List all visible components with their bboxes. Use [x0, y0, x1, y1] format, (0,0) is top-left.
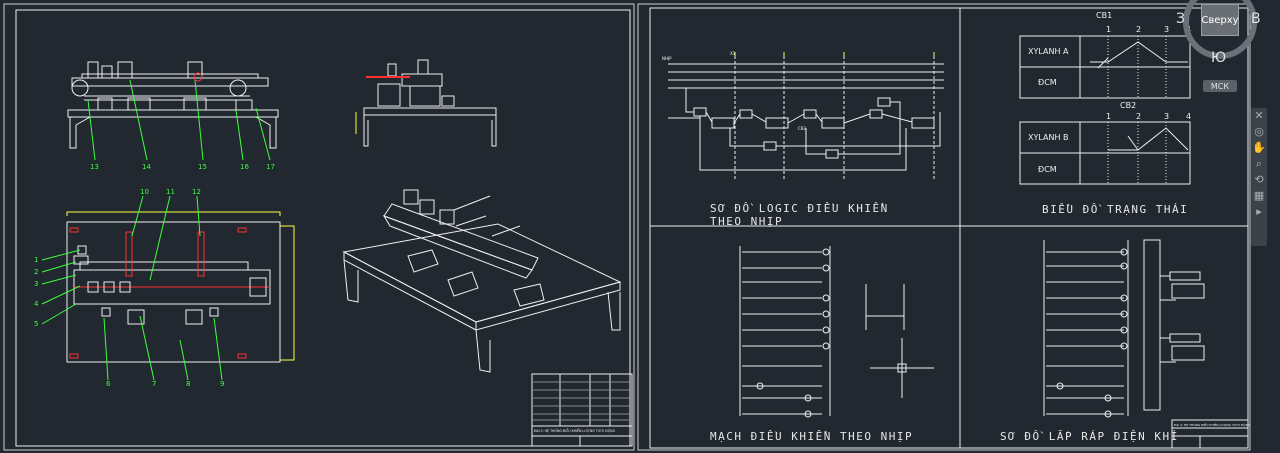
title-block-1	[531, 373, 633, 447]
motor-label-b: ĐCM	[1038, 165, 1057, 174]
plan-view	[66, 211, 295, 363]
logic-cb-label: CB2	[798, 126, 807, 131]
title-block-2-text: ĐAI 2: HỆ THỐNG ĐIỀU KHIỂN LƯỢNG TƯƠI ĐỘ…	[1174, 422, 1251, 427]
wcs-menu-button[interactable]: МСК	[1203, 80, 1237, 92]
part-number-6: 6	[106, 380, 111, 388]
cylinder-a-label: XYLANH A	[1028, 47, 1069, 56]
view-cube-east[interactable]: В	[1251, 11, 1261, 27]
title-block-2	[1171, 419, 1249, 449]
step-2-bottom: 2	[1136, 112, 1141, 121]
part-number-2: 2	[34, 268, 38, 276]
step-1-bottom: 1	[1106, 112, 1111, 121]
part-number-16: 16	[240, 163, 249, 171]
logic-input-label: NHỊP	[662, 56, 672, 61]
step-3-bottom: 3	[1164, 112, 1169, 121]
part-number-17: 17	[266, 163, 275, 171]
assembly-diagram-title: SƠ ĐỒ LẮP RÁP ĐIỆN KHÍ	[1000, 430, 1179, 443]
state-diagram-title: BIỂU ĐỒ TRẠNG THÁI	[1042, 203, 1189, 216]
view-cube-west[interactable]: З	[1176, 11, 1185, 27]
part-number-14: 14	[142, 163, 151, 171]
logic-diagram	[668, 56, 944, 180]
part-number-5: 5	[34, 320, 38, 328]
part-number-8: 8	[186, 380, 190, 388]
close-icon[interactable]: ✕	[1254, 109, 1264, 122]
step-2-top: 2	[1136, 25, 1141, 34]
marker-red	[193, 72, 203, 82]
sheet-2	[637, 3, 1251, 451]
plan-leaders	[41, 195, 223, 381]
cylinder-b-label: XYLANH B	[1028, 133, 1069, 142]
showmotion-icon[interactable]: ▦	[1253, 189, 1265, 202]
isometric-view	[342, 189, 622, 373]
step-1-top: 1	[1106, 25, 1111, 34]
pan-icon[interactable]: ✋	[1252, 141, 1266, 154]
orbit-icon[interactable]: ⟲	[1254, 173, 1264, 186]
part-number-4: 4	[34, 300, 39, 308]
control-circuit	[739, 246, 934, 418]
state-diagram	[1019, 35, 1191, 185]
side-view	[355, 59, 497, 147]
view-cube-south[interactable]: Ю	[1211, 50, 1227, 66]
part-number-3: 3	[34, 280, 38, 288]
sensor-label-cb1: CB1	[1096, 11, 1112, 20]
part-number-1: 1	[34, 256, 38, 264]
part-number-labels: 13 14 15 16 17 10 11 12 1 2 3 4 5 6 7 8 …	[34, 163, 275, 388]
part-number-9: 9	[220, 380, 224, 388]
part-number-7: 7	[152, 380, 156, 388]
navigation-bar: ✕ ◎ ✋ ⌕ ⟲ ▦ ▸	[1251, 108, 1267, 246]
logic-diagram-markers	[734, 52, 935, 56]
motor-label-a: ĐCM	[1038, 78, 1057, 87]
view-cube-ring[interactable]	[1178, 0, 1262, 64]
step-4-bottom: 4	[1186, 112, 1191, 121]
title-block-1-text: ĐAI 2: HỆ THỐNG ĐIỀU KHIỂN LƯỢNG TƯƠI ĐỘ…	[534, 428, 616, 433]
part-number-10: 10	[140, 188, 149, 196]
part-number-12: 12	[192, 188, 201, 196]
part-number-15: 15	[198, 163, 207, 171]
zoom-icon[interactable]: ⌕	[1255, 157, 1263, 170]
control-circuit-title: MẠCH ĐIỀU KHIỂN THEO NHỊP	[710, 430, 914, 443]
step-3-top: 3	[1164, 25, 1169, 34]
front-leaders	[87, 79, 271, 161]
sheet-1	[3, 3, 635, 451]
logic-small-labels: NHỊP X1 CB2	[662, 51, 807, 131]
front-view	[67, 61, 279, 149]
steering-wheel-icon[interactable]: ◎	[1254, 125, 1264, 138]
part-number-13: 13	[90, 163, 99, 171]
sensor-label-cb2: CB2	[1120, 101, 1136, 110]
view-cube-face[interactable]: Сверху	[1201, 4, 1239, 36]
assembly-diagram	[1043, 239, 1205, 418]
logic-x-label: X1	[730, 51, 736, 56]
part-number-11: 11	[166, 188, 175, 196]
logic-diagram-title: SƠ ĐỒ LOGIC ĐIỀU KHIỂN THEO NHỊP	[710, 202, 889, 228]
expand-icon[interactable]: ▸	[1256, 205, 1262, 218]
